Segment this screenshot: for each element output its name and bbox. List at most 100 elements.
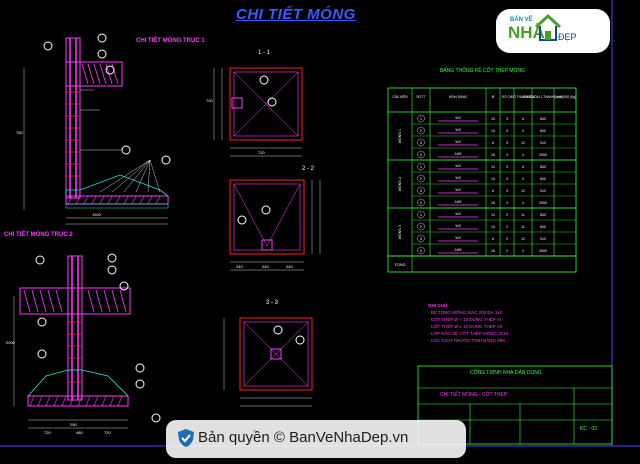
bar-mark-circle: [417, 126, 425, 135]
bar-mark-number: 3: [420, 141, 422, 145]
table-value-cell: 3: [506, 153, 508, 157]
bar-mark-circle: [417, 174, 425, 183]
plan-view-3: [223, 317, 313, 407]
bar-mark-circle: [417, 246, 425, 255]
dim-height-2: 2000: [6, 340, 15, 345]
bar-mark-circle: [417, 186, 425, 195]
table-value-cell: 3: [506, 141, 508, 145]
table-value-cell: 3: [506, 189, 508, 193]
table-value-cell: 910: [540, 189, 546, 193]
table-value-cell: 16: [491, 153, 495, 157]
note-line: - LỚP BẢO VỆ CỐT THÉP MÓNG 3CM: [428, 331, 508, 336]
notes-block: GHI CHÚ: - BÊ TÔNG MÓNG MÁC 200 ĐÁ 1x2 -…: [428, 302, 608, 344]
dim-base-left: 720: [44, 430, 51, 435]
bar-length: 540: [455, 176, 461, 180]
table-value-cell: 3: [506, 117, 508, 121]
table-value-cell: 6: [492, 237, 494, 241]
section-label-3: 3 - 3: [266, 300, 279, 306]
table-value-cell: 2: [506, 237, 508, 241]
copyright-shield-icon: [178, 429, 194, 447]
bar-mark-circle: [417, 114, 425, 123]
member-group-label: MÓNG 3: [397, 225, 402, 239]
bar-length: 540: [455, 212, 461, 216]
bar-mark-number: 3: [420, 189, 422, 193]
bar-length: 1460: [454, 248, 461, 252]
table-value-cell: 4: [522, 249, 524, 253]
section-label-2: 2 - 2: [302, 166, 315, 172]
title-block-code: KC - 03: [580, 426, 597, 432]
title-block-name: CHI TIẾT MÓNG - CỐT THÉP: [440, 392, 508, 398]
table-value-cell: 12: [521, 237, 525, 241]
subtitle-foundation-2: CHI TIẾT MÓNG TRỤC 2: [4, 232, 73, 238]
title-block-header: CÔNG TRÌNH NHÀ DÂN DỤNG: [470, 370, 542, 376]
table-value-cell: 16: [491, 249, 495, 253]
table-header-cell: HÌNH DÁNG: [449, 95, 467, 99]
bar-mark-circle: [417, 210, 425, 219]
table-value-cell: 10: [491, 177, 495, 181]
table-header-cell: CHIỀU DÀI 1 THANH (mm): [524, 94, 563, 99]
logo-suffix-text: ĐẸP: [558, 32, 577, 42]
note-line: - CỐT THÉP Ø ≥ 10 DÙNG THÉP AII: [428, 324, 503, 329]
dim-base-right: 720: [104, 430, 111, 435]
member-group-label: MÓNG 1: [397, 129, 402, 143]
table-title: BẢNG THỐNG KÊ CỐT THÉP MÓNG: [440, 68, 525, 74]
table-value-cell: 4: [522, 129, 524, 133]
logo-main-text: NHÀ: [508, 23, 545, 42]
dim-height-3: 250: [70, 422, 77, 427]
bar-mark-circle: [417, 150, 425, 159]
table-value-cell: 6: [492, 141, 494, 145]
table-value-cell: 11: [521, 213, 525, 217]
table-value-cell: 6: [522, 165, 524, 169]
table-value-cell: 12: [521, 141, 525, 145]
table-value-cell: 2: [506, 213, 508, 217]
table-value-cell: 3: [506, 129, 508, 133]
bar-length: 540: [455, 116, 461, 120]
plan-view-2: [229, 179, 321, 271]
note-line: - BÊ TÔNG MÓNG MÁC 200 ĐÁ 1x2: [428, 310, 503, 315]
dim-base-main: 1920: [92, 212, 101, 217]
bar-mark-circle: [417, 162, 425, 171]
bar-mark-circle: [417, 198, 425, 207]
bar-length: 540: [455, 128, 461, 132]
table-header-cell: CẤU KIỆN: [392, 94, 408, 99]
bar-mark-number: 2: [420, 225, 422, 229]
bar-mark-circle: [417, 138, 425, 147]
table-value-cell: 4: [522, 201, 524, 205]
plan-view-1: [213, 67, 303, 157]
bar-length: 1460: [454, 200, 461, 204]
dim-height-1: 750: [16, 130, 23, 135]
logo-top-text: BẢN VẼ: [510, 17, 533, 23]
table-value-cell: 6: [522, 117, 524, 121]
bar-mark-number: 4: [420, 249, 422, 253]
drawing-title: CHI TIẾT MÓNG: [236, 6, 356, 23]
bar-mark-number: 1: [420, 213, 422, 217]
bar-length: 540: [455, 188, 461, 192]
house-icon: [534, 13, 562, 41]
bar-mark-number: 3: [420, 237, 422, 241]
bar-mark-number: 1: [420, 165, 422, 169]
table-value-cell: 840: [540, 225, 546, 229]
note-line: - CỐT THÉP Ø < 10 DÙNG THÉP AI: [428, 317, 501, 322]
table-value-cell: 2000: [539, 153, 547, 157]
dim-base-mid: 480: [76, 430, 83, 435]
table-value-cell: 910: [540, 141, 546, 145]
table-header-cell: SỐ CK: [502, 94, 513, 99]
table-value-cell: 4: [522, 177, 524, 181]
table-value-cell: 840: [540, 177, 546, 181]
watermark-text: Bản quyền © BanVeNhaDep.vn: [198, 429, 409, 446]
bar-length: 540: [455, 140, 461, 144]
bar-length: 540: [455, 236, 461, 240]
table-value-cell: 10: [491, 129, 495, 133]
table-value-cell: 11: [521, 225, 525, 229]
bar-length: 1460: [454, 152, 461, 156]
member-group-label: MÓNG 2: [397, 177, 402, 191]
table-value-cell: 2: [506, 249, 508, 253]
foundation-section-1: [23, 33, 171, 225]
notes-heading: GHI CHÚ:: [428, 303, 449, 308]
table-value-cell: 910: [540, 237, 546, 241]
table-value-cell: 16: [491, 201, 495, 205]
table-value-cell: 6: [492, 189, 494, 193]
table-border: [387, 87, 577, 273]
bar-mark-circle: [417, 222, 425, 231]
